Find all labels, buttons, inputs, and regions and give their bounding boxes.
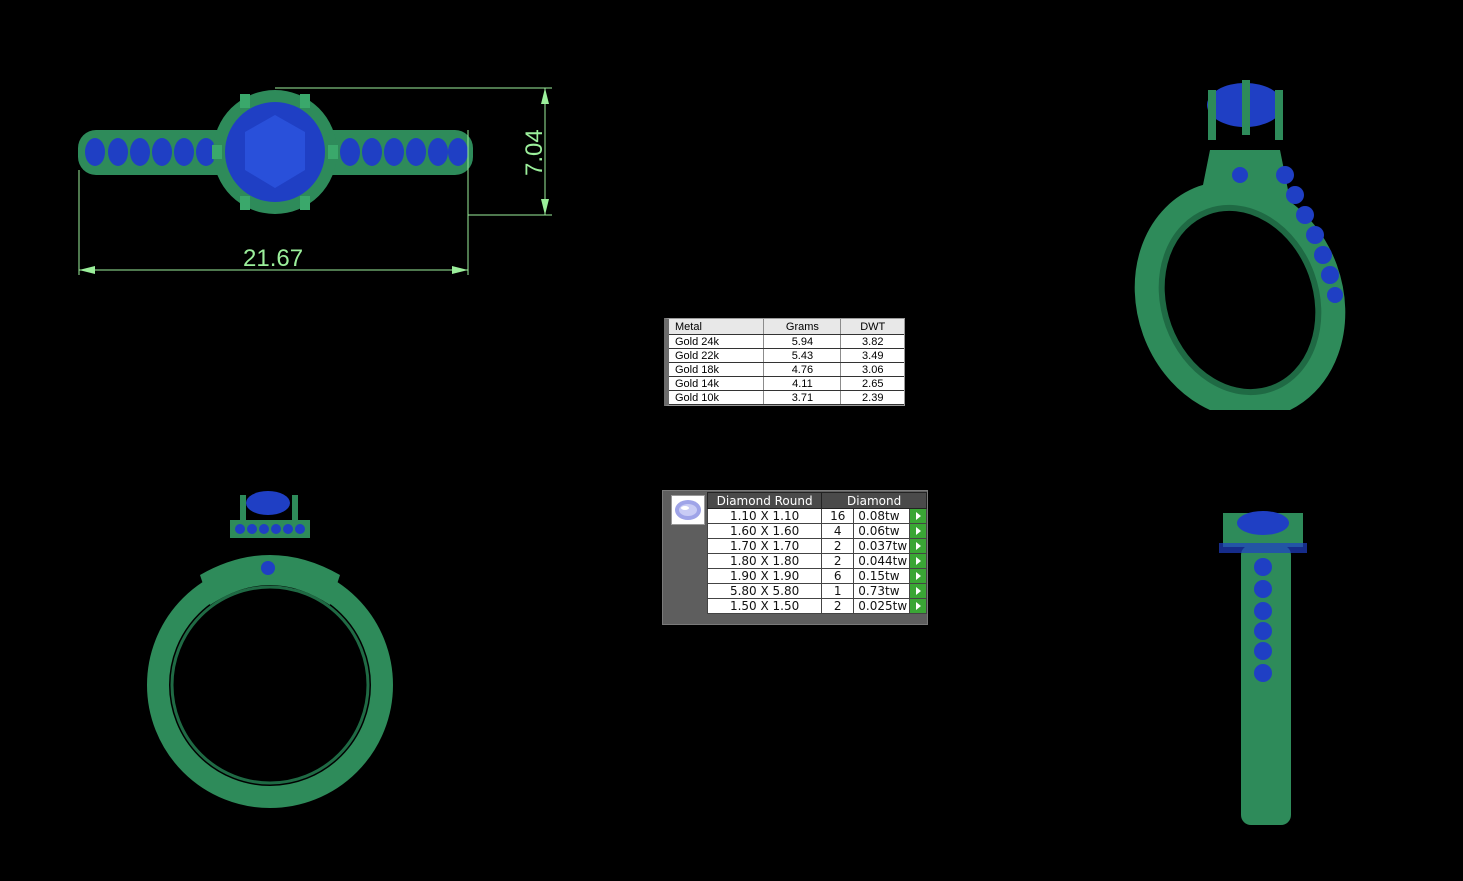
play-arrow-icon[interactable] bbox=[911, 539, 926, 553]
stone-count-cell: 2 bbox=[821, 598, 855, 614]
grams-cell: 4.76 bbox=[763, 362, 842, 377]
stone-size-cell: 1.80 X 1.80 bbox=[706, 553, 823, 569]
table-row[interactable]: 1.80 X 1.80 2 0.044tw bbox=[706, 553, 927, 569]
table-row[interactable]: Gold 24k 5.94 3.82 bbox=[669, 334, 904, 349]
play-arrow-icon[interactable] bbox=[911, 569, 926, 583]
dwt-cell: 2.39 bbox=[840, 390, 904, 405]
play-arrow-icon[interactable] bbox=[911, 584, 926, 598]
stone-size-cell: 1.90 X 1.90 bbox=[706, 568, 823, 584]
grams-cell: 4.11 bbox=[763, 376, 842, 391]
metal-cell: Gold 22k bbox=[669, 348, 765, 363]
metal-cell: Gold 10k bbox=[669, 390, 765, 405]
play-arrow-icon[interactable] bbox=[911, 524, 926, 538]
table-row[interactable]: Gold 10k 3.71 2.39 bbox=[669, 390, 904, 405]
stone-size-cell: 1.10 X 1.10 bbox=[706, 508, 823, 524]
stone-table-header: Diamond Round Diamond bbox=[706, 492, 927, 509]
metal-table-header: Metal Grams DWT bbox=[669, 319, 904, 335]
table-row[interactable]: 1.60 X 1.60 4 0.06tw bbox=[706, 523, 927, 539]
play-arrow-icon[interactable] bbox=[911, 599, 926, 613]
metal-weight-table: Metal Grams DWT Gold 24k 5.94 3.82 Gold … bbox=[664, 318, 905, 406]
round-gem-icon bbox=[671, 495, 705, 525]
stone-count-cell: 2 bbox=[821, 553, 855, 569]
table-row[interactable]: 1.50 X 1.50 2 0.025tw bbox=[706, 598, 927, 614]
play-arrow-icon[interactable] bbox=[911, 509, 926, 523]
grams-cell: 3.71 bbox=[763, 390, 842, 405]
top-view-ring: 21.67 7.04 bbox=[78, 87, 552, 275]
stone-count-cell: 2 bbox=[821, 538, 855, 554]
play-arrow-icon[interactable] bbox=[911, 554, 926, 568]
stone-weight-cell: 0.73tw bbox=[853, 583, 911, 599]
stone-weight-cell: 0.044tw bbox=[853, 553, 911, 569]
stone-weight-cell: 0.025tw bbox=[853, 598, 911, 614]
stone-count-cell: 4 bbox=[821, 523, 855, 539]
table-row[interactable]: Gold 18k 4.76 3.06 bbox=[669, 362, 904, 377]
stone-size-cell: 1.60 X 1.60 bbox=[706, 523, 823, 539]
grams-cell: 5.43 bbox=[763, 348, 842, 363]
dwt-cell: 3.82 bbox=[840, 334, 904, 349]
dwt-cell: 2.65 bbox=[840, 376, 904, 391]
stone-list-panel: Diamond Round Diamond 1.10 X 1.10 16 0.0… bbox=[662, 490, 928, 625]
front-view-ring bbox=[147, 491, 393, 808]
metal-cell: Gold 24k bbox=[669, 334, 765, 349]
table-row[interactable]: 1.10 X 1.10 16 0.08tw bbox=[706, 508, 927, 524]
table-row[interactable]: Gold 14k 4.11 2.65 bbox=[669, 376, 904, 391]
metal-column-header[interactable]: Metal bbox=[669, 319, 765, 335]
dwt-cell: 3.49 bbox=[840, 348, 904, 363]
dwt-cell: 3.06 bbox=[840, 362, 904, 377]
grams-column-header[interactable]: Grams bbox=[763, 319, 842, 335]
width-dimension-label: 21.67 bbox=[243, 245, 303, 272]
table-row[interactable]: 5.80 X 5.80 1 0.73tw bbox=[706, 583, 927, 599]
perspective-view-ring bbox=[1134, 80, 1346, 410]
table-row[interactable]: Gold 22k 5.43 3.49 bbox=[669, 348, 904, 363]
stone-size-cell: 1.70 X 1.70 bbox=[706, 538, 823, 554]
metal-cell: Gold 14k bbox=[669, 376, 765, 391]
stone-weight-cell: 0.06tw bbox=[853, 523, 911, 539]
stone-size-cell: 1.50 X 1.50 bbox=[706, 598, 823, 614]
stone-type-header[interactable]: Diamond bbox=[821, 492, 927, 509]
grams-cell: 5.94 bbox=[763, 334, 842, 349]
side-view-ring bbox=[1219, 511, 1307, 825]
stone-count-cell: 16 bbox=[821, 508, 855, 524]
stone-weight-cell: 0.08tw bbox=[853, 508, 911, 524]
stone-weight-cell: 0.037tw bbox=[853, 538, 911, 554]
metal-cell: Gold 18k bbox=[669, 362, 765, 377]
table-row[interactable]: 1.90 X 1.90 6 0.15tw bbox=[706, 568, 927, 584]
stone-shape-header[interactable]: Diamond Round bbox=[706, 492, 823, 509]
stone-size-cell: 5.80 X 5.80 bbox=[706, 583, 823, 599]
stone-count-cell: 1 bbox=[821, 583, 855, 599]
table-row[interactable]: 1.70 X 1.70 2 0.037tw bbox=[706, 538, 927, 554]
height-dimension-label: 7.04 bbox=[521, 129, 548, 176]
stone-count-cell: 6 bbox=[821, 568, 855, 584]
stone-weight-cell: 0.15tw bbox=[853, 568, 911, 584]
dwt-column-header[interactable]: DWT bbox=[840, 319, 904, 335]
